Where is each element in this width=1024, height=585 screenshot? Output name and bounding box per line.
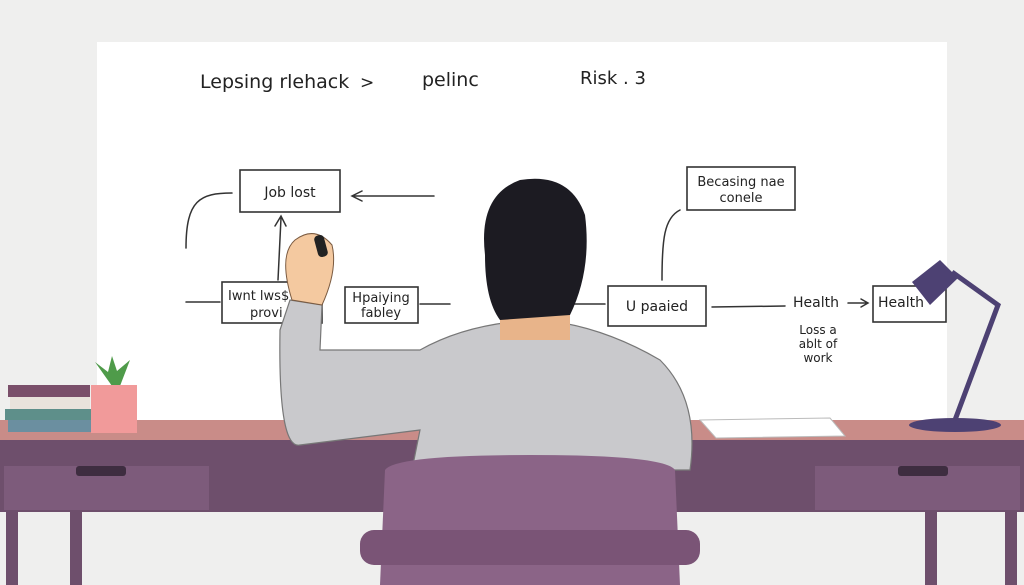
chair — [360, 455, 700, 585]
heading-right: Risk . 3 — [580, 68, 646, 89]
label-loss-3: work — [803, 351, 832, 365]
heading-arrow: > — [360, 73, 374, 93]
book-stack — [5, 385, 94, 432]
potted-plant — [91, 356, 137, 433]
desk-leg — [70, 512, 82, 585]
box-upaaied-text: U paaied — [626, 299, 688, 315]
box-iwnt-line1: Iwnt lws$ — [228, 289, 289, 304]
desk-leg — [1005, 512, 1017, 585]
box-health-text: Health — [878, 295, 924, 311]
box-becasing — [686, 166, 796, 211]
box-happaiying-line1: Hpaiying — [352, 291, 409, 306]
label-health: Health — [793, 295, 839, 311]
desk-leg — [925, 512, 937, 585]
heading-left: Lepsing rlehack — [200, 71, 349, 93]
arrow-to-job-lost — [350, 190, 435, 202]
label-loss-1: Loss a — [799, 323, 837, 337]
heading-middle: pelinc — [422, 69, 479, 91]
connector — [661, 209, 681, 281]
desk-lamp-icon — [909, 260, 1002, 432]
box-job-lost — [239, 169, 341, 213]
box-becasing-line1: Becasing nae — [697, 175, 784, 190]
paper-sheet — [698, 417, 847, 439]
desk-leg — [6, 512, 18, 585]
drawer-handle — [898, 466, 948, 476]
connector — [185, 192, 233, 249]
connector — [711, 305, 786, 308]
arrow-up — [274, 214, 287, 281]
box-iwnt-line2: provi — [250, 306, 283, 321]
drawer-handle — [76, 466, 126, 476]
arrow-to-health — [847, 298, 870, 308]
label-loss-2: ablt of — [799, 337, 838, 351]
person — [279, 178, 693, 471]
box-upaaied — [607, 285, 707, 327]
box-happaiying — [344, 286, 419, 324]
box-becasing-line2: conele — [720, 191, 763, 206]
box-happaiying-line2: fabley — [361, 306, 401, 321]
box-job-lost-text: Job lost — [263, 185, 316, 201]
